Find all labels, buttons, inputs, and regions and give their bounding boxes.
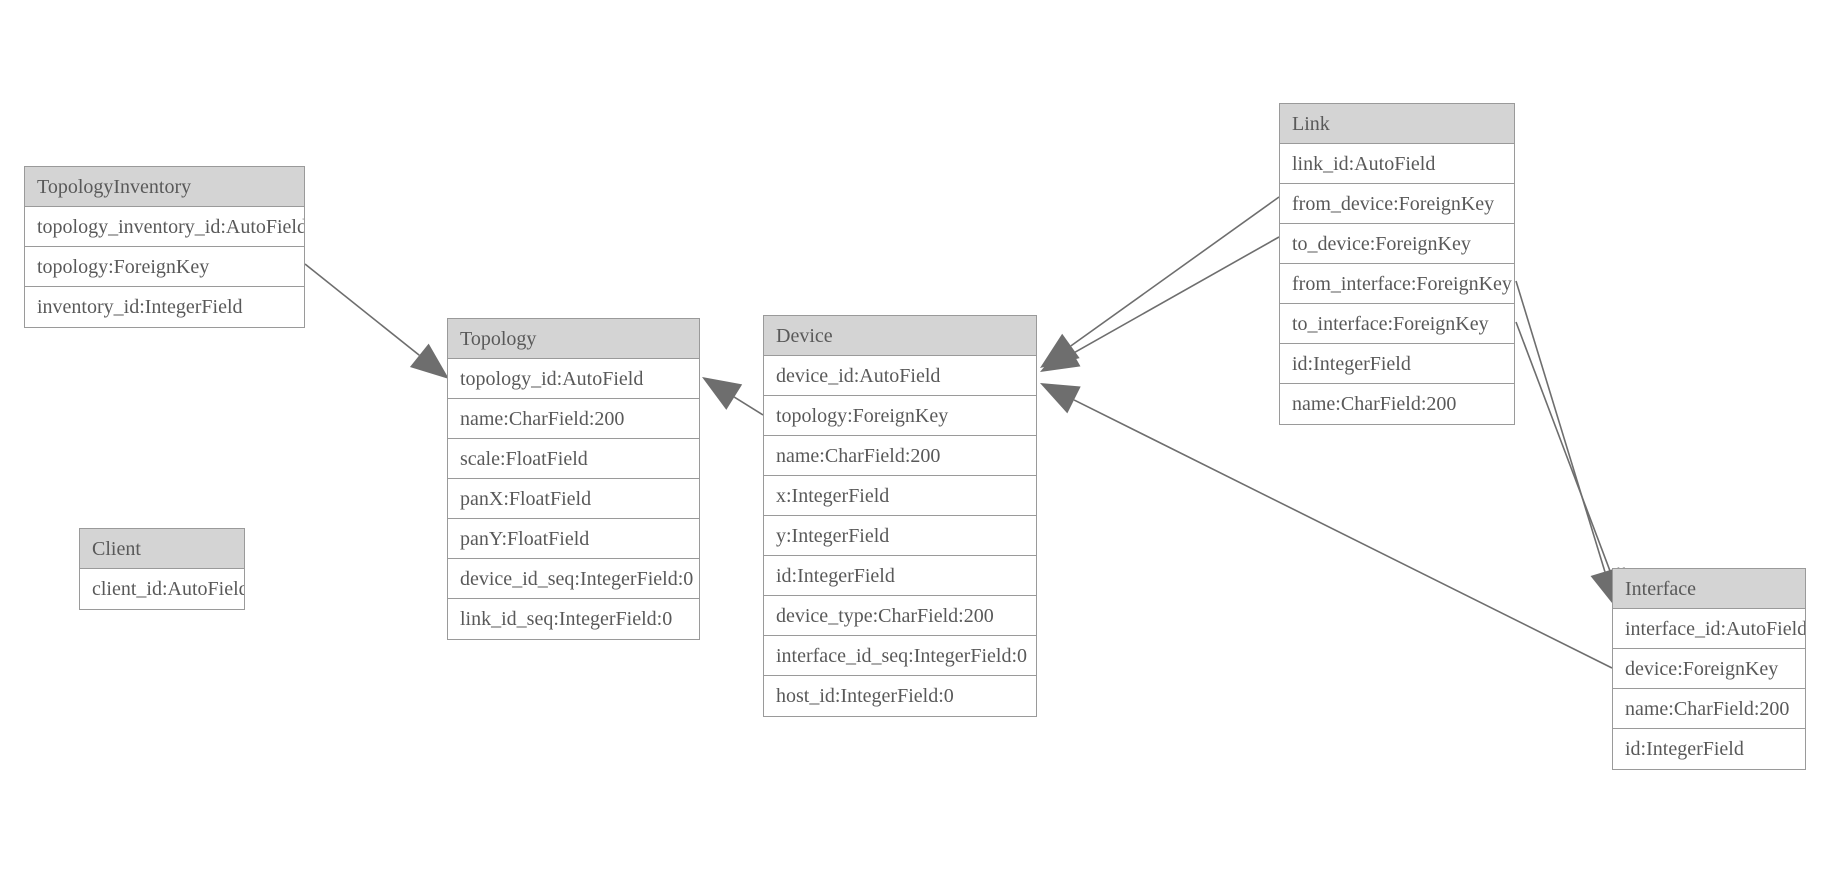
entity-field: panY:FloatField xyxy=(448,519,699,559)
relationship-link-to-interface xyxy=(1515,321,1625,608)
entity-field: from_interface:ForeignKey xyxy=(1280,264,1514,304)
entity-field: to_interface:ForeignKey xyxy=(1280,304,1514,344)
entity-field: device_id:AutoField xyxy=(764,356,1036,396)
entity-title-device: Device xyxy=(764,316,1036,356)
relationship-link-to-device xyxy=(1040,236,1280,372)
entity-title-topologyinventory: TopologyInventory xyxy=(25,167,304,207)
entity-field: name:CharField:200 xyxy=(1613,689,1805,729)
entity-field: from_device:ForeignKey xyxy=(1280,184,1514,224)
relationship-line xyxy=(1072,236,1280,355)
relationship-interface-device xyxy=(1040,383,1613,669)
entity-field: name:CharField:200 xyxy=(1280,384,1514,424)
entity-field: to_device:ForeignKey xyxy=(1280,224,1514,264)
entity-title-link: Link xyxy=(1280,104,1514,144)
entity-field: name:CharField:200 xyxy=(448,399,699,439)
relationship-arrowhead xyxy=(409,343,449,379)
relationship-arrowhead xyxy=(1040,333,1080,368)
entity-field: topology:ForeignKey xyxy=(764,396,1036,436)
entity-field: y:IntegerField xyxy=(764,516,1036,556)
entity-field: panX:FloatField xyxy=(448,479,699,519)
entity-field: host_id:IntegerField:0 xyxy=(764,676,1036,716)
entity-field: topology:ForeignKey xyxy=(25,247,304,287)
entity-field: device:ForeignKey xyxy=(1613,649,1805,689)
entity-field: interface_id_seq:IntegerField:0 xyxy=(764,636,1036,676)
relationship-link-from-device xyxy=(1040,196,1280,368)
relationship-link-from-interface xyxy=(1515,280,1620,608)
entity-field: client_id:AutoField xyxy=(80,569,244,609)
relationship-line xyxy=(1070,196,1280,347)
relationship-line xyxy=(1073,399,1613,669)
relationship-device-topology xyxy=(702,377,764,416)
entity-field: inventory_id:IntegerField xyxy=(25,287,304,327)
relationship-topologyinventory-topology xyxy=(304,263,449,379)
entity-field: topology_id:AutoField xyxy=(448,359,699,399)
entity-field: interface_id:AutoField xyxy=(1613,609,1805,649)
relationship-line xyxy=(1515,280,1606,572)
entity-title-client: Client xyxy=(80,529,244,569)
relationship-arrowhead xyxy=(1040,340,1081,372)
relationship-arrowhead xyxy=(702,377,743,410)
entity-field: scale:FloatField xyxy=(448,439,699,479)
entity-field: device_type:CharField:200 xyxy=(764,596,1036,636)
entity-title-interface: Interface xyxy=(1613,569,1805,609)
relationship-arrowhead xyxy=(1040,383,1081,414)
entity-title-topology: Topology xyxy=(448,319,699,359)
entity-field: link_id:AutoField xyxy=(1280,144,1514,184)
entity-field: id:IntegerField xyxy=(1280,344,1514,384)
entity-field: id:IntegerField xyxy=(1613,729,1805,769)
entity-field: x:IntegerField xyxy=(764,476,1036,516)
relationship-line xyxy=(304,263,420,356)
entity-field: link_id_seq:IntegerField:0 xyxy=(448,599,699,639)
entity-field: id:IntegerField xyxy=(764,556,1036,596)
entity-field: device_id_seq:IntegerField:0 xyxy=(448,559,699,599)
entity-field: topology_inventory_id:AutoField xyxy=(25,207,304,247)
relationship-line xyxy=(733,396,764,416)
relationship-line xyxy=(1515,321,1612,573)
entity-field: name:CharField:200 xyxy=(764,436,1036,476)
